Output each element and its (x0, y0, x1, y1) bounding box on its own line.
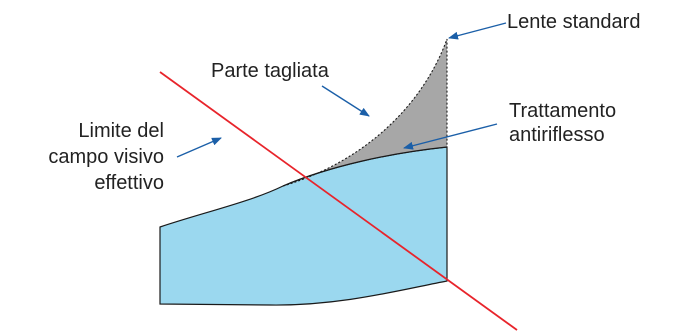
standard-lens-label: Lente standard (507, 11, 641, 33)
antireflective-edge (282, 146, 448, 187)
antireflective-arrow (403, 123, 498, 150)
standard-lens-arrow (448, 22, 507, 40)
cut-part-arrow (321, 85, 370, 117)
field-of-view-limit-line (159, 71, 518, 331)
fov-label-line3: effettivo (94, 172, 164, 194)
fov-label-line2: campo visivo (48, 146, 164, 168)
lens-body (159, 146, 448, 306)
antireflective-label-line1: Trattamento (509, 100, 617, 122)
cut-part-label: Parte tagliata (211, 60, 329, 82)
field-of-view-arrow (176, 137, 222, 158)
antireflective-label-line2: antiriflesso (509, 124, 605, 146)
fov-label-line1: Limite del (78, 120, 164, 142)
